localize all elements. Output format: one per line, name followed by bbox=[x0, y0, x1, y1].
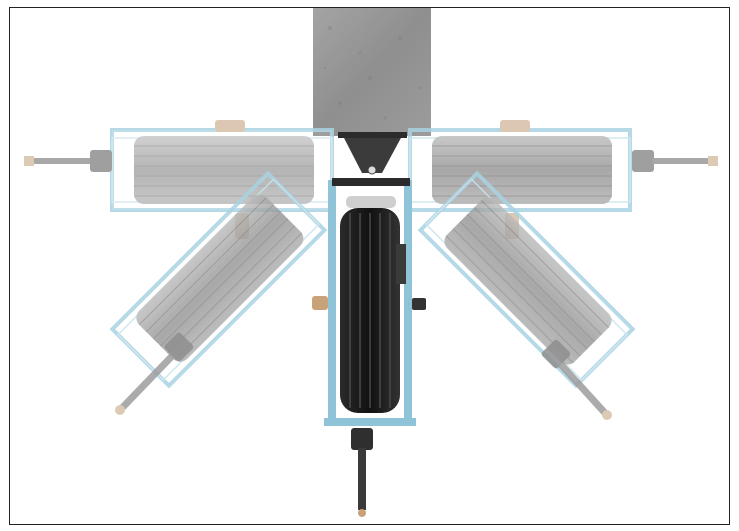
right-ghost-reel bbox=[408, 120, 718, 239]
central-hose-reel bbox=[312, 178, 426, 426]
central-nozzle bbox=[351, 428, 373, 517]
hose-reel-illustration bbox=[24, 8, 718, 517]
lower-right-nozzle bbox=[541, 339, 612, 420]
mounting-bracket bbox=[338, 132, 407, 175]
lower-left-nozzle bbox=[115, 332, 194, 415]
concrete-wall bbox=[313, 8, 431, 136]
lower-right-ghost-reel bbox=[421, 174, 633, 386]
image-frame bbox=[9, 7, 730, 525]
